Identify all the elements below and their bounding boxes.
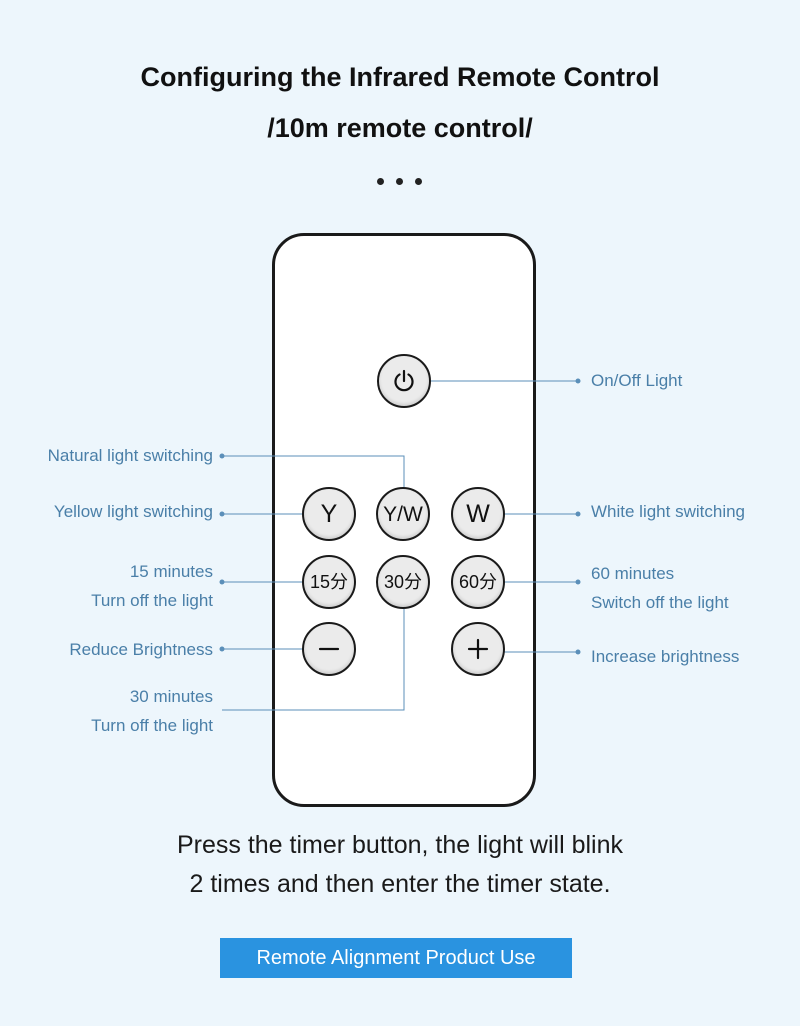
footer-badge: Remote Alignment Product Use bbox=[220, 938, 572, 978]
label-natural-light: Natural light switching bbox=[47, 446, 213, 465]
reduce-brightness-button[interactable] bbox=[302, 622, 356, 676]
label-timer60-line2: Switch off the light bbox=[591, 593, 729, 612]
timer-15-button[interactable]: 15分 bbox=[302, 555, 356, 609]
label-timer30-line1: 30 minutes bbox=[129, 687, 213, 706]
power-button[interactable] bbox=[377, 354, 431, 408]
yellow-light-button[interactable]: Y bbox=[302, 487, 356, 541]
label-timer15-line2: Turn off the light bbox=[91, 591, 213, 610]
label-timer60-line1: 60 minutes bbox=[591, 564, 675, 583]
page-subtitle: /10m remote control/ bbox=[267, 113, 533, 143]
label-timer30-line2: Turn off the light bbox=[91, 716, 213, 735]
increase-brightness-button[interactable] bbox=[451, 622, 505, 676]
ellipsis-icon bbox=[370, 174, 430, 188]
label-increase-brightness: Increase brightness bbox=[591, 647, 740, 666]
description-line1: Press the timer button, the light will b… bbox=[176, 831, 624, 859]
label-yellow-light: Yellow light switching bbox=[53, 502, 213, 521]
label-white-light: White light switching bbox=[591, 502, 746, 521]
power-icon bbox=[394, 369, 414, 392]
timer-60-button[interactable]: 60分 bbox=[451, 555, 505, 609]
white-light-button[interactable]: W bbox=[451, 487, 505, 541]
minus-icon bbox=[318, 647, 340, 651]
page-title: Configuring the Infrared Remote Control bbox=[140, 62, 660, 92]
timer-30-button[interactable]: 30分 bbox=[376, 555, 430, 609]
label-timer15-line1: 15 minutes bbox=[129, 562, 213, 581]
label-on-off: On/Off Light bbox=[591, 371, 683, 390]
description-line2: 2 times and then enter the timer state. bbox=[189, 870, 611, 898]
label-reduce-brightness: Reduce Brightness bbox=[69, 640, 213, 659]
plus-icon bbox=[467, 638, 489, 660]
natural-light-button[interactable]: Y/W bbox=[376, 487, 430, 541]
